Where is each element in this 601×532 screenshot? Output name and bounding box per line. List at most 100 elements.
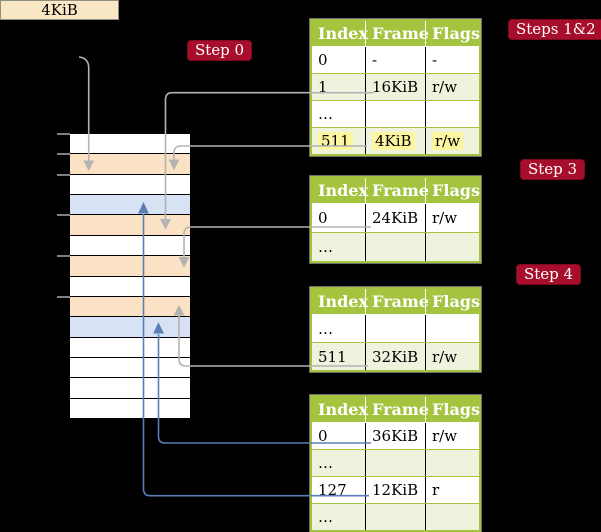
cell-frame: 32KiB <box>366 343 426 370</box>
step-3-label: Step 3 <box>520 159 586 180</box>
cell-flags: r/w <box>426 204 479 232</box>
cell-index: 0 <box>312 423 366 449</box>
root-frame-box: 4KiB <box>0 0 119 20</box>
cell-flags: - <box>426 47 479 73</box>
cell-frame <box>366 101 426 127</box>
cell-frame <box>366 504 426 530</box>
cell-value: - <box>432 51 438 69</box>
cell-frame: 36KiB <box>366 423 426 449</box>
header-cell-index: Index <box>312 397 368 422</box>
table-row: … <box>312 314 479 342</box>
memory-row-8-page-table <box>70 296 190 317</box>
table-row: 0 36KiB r/w <box>312 422 479 449</box>
cell-value: r/w <box>432 78 458 96</box>
cell-value: 0 <box>318 51 328 69</box>
cell-value: 0 <box>318 209 328 227</box>
table-row: … <box>312 449 479 476</box>
cell-flags: r/w <box>426 128 479 154</box>
cell-frame <box>366 233 426 261</box>
cell-index: 0 <box>312 47 366 73</box>
physical-memory-stack <box>70 134 190 419</box>
highlighted-value: 4KiB <box>372 132 415 150</box>
cell-frame: 16KiB <box>366 74 426 100</box>
memory-row-4-page-table <box>70 215 190 235</box>
table-row: 0 - - <box>312 46 479 73</box>
cell-index: 0 <box>312 204 366 232</box>
memory-tick <box>57 133 70 135</box>
cell-index: … <box>312 315 366 342</box>
header-cell-index: Index <box>312 289 368 314</box>
cell-flags: r <box>426 477 479 503</box>
header-cell-index: Index <box>312 21 368 46</box>
cell-value: 127 <box>318 481 347 499</box>
memory-tick <box>57 255 70 258</box>
memory-row-6-page-table <box>70 256 190 276</box>
highlighted-value: r/w <box>432 132 464 150</box>
table-row: … <box>312 503 479 530</box>
cell-frame <box>366 315 426 342</box>
cell-frame: 4KiB <box>366 128 426 154</box>
cell-value: 0 <box>318 427 328 445</box>
header-cell-flags: Flags <box>432 400 480 419</box>
header-cell-flags: Flags <box>432 24 480 43</box>
memory-row-3-data <box>70 195 190 215</box>
cell-flags: r/w <box>426 343 479 370</box>
memory-row-11-free <box>70 357 190 378</box>
cell-flags <box>426 233 479 261</box>
header-cell-frame: Frame <box>366 21 429 46</box>
cell-flags <box>426 315 479 342</box>
memory-row-5-free <box>70 235 190 256</box>
header-cell-flags: Flags <box>432 292 480 311</box>
memory-row-2-free <box>70 174 190 195</box>
cell-value: r <box>432 481 440 499</box>
header-cell-index: Index <box>312 178 368 203</box>
steps-1-2-label: Steps 1&2 <box>508 19 601 40</box>
cell-index: … <box>312 101 366 127</box>
cell-frame: - <box>366 47 426 73</box>
table-row: … <box>312 232 479 261</box>
memory-row-7-free <box>70 276 190 296</box>
cell-flags <box>426 101 479 127</box>
memory-row-1-page-table <box>70 154 190 174</box>
cell-value: - <box>372 51 378 69</box>
cell-value: … <box>318 319 333 338</box>
cell-value: … <box>318 105 333 123</box>
step-4-label: Step 4 <box>516 264 582 285</box>
memory-tick <box>57 295 70 298</box>
table-row: … <box>312 100 479 127</box>
memory-row-10-free <box>70 337 190 357</box>
cell-frame: 24KiB <box>366 204 426 232</box>
cell-value: 16KiB <box>372 78 419 96</box>
cell-value: 12KiB <box>372 481 419 499</box>
cell-flags <box>426 504 479 530</box>
cell-flags: r/w <box>426 423 479 449</box>
step-0-label: Step 0 <box>187 40 253 61</box>
cell-index: 511 <box>312 128 366 154</box>
cell-flags: r/w <box>426 74 479 100</box>
header-cell-frame: Frame <box>366 289 429 314</box>
cell-flags <box>426 450 479 476</box>
cell-index: … <box>312 504 366 530</box>
memory-row-12-free <box>70 378 190 398</box>
cell-index: 1 <box>312 74 366 100</box>
header-cell-frame: Frame <box>366 178 429 203</box>
table-row: 1 16KiB r/w <box>312 73 479 100</box>
cell-value: 1 <box>318 78 328 96</box>
cell-frame: 12KiB <box>366 477 426 503</box>
cell-value: r/w <box>432 209 458 227</box>
cell-index: … <box>312 233 366 261</box>
header-cell-frame: Frame <box>366 397 429 422</box>
root-frame-label: 4KiB <box>41 1 78 19</box>
cell-value: … <box>318 238 333 256</box>
table-row: 127 12KiB r <box>312 476 479 503</box>
table-row: 511 4KiB r/w <box>312 127 479 154</box>
cell-value: 36KiB <box>372 427 419 445</box>
